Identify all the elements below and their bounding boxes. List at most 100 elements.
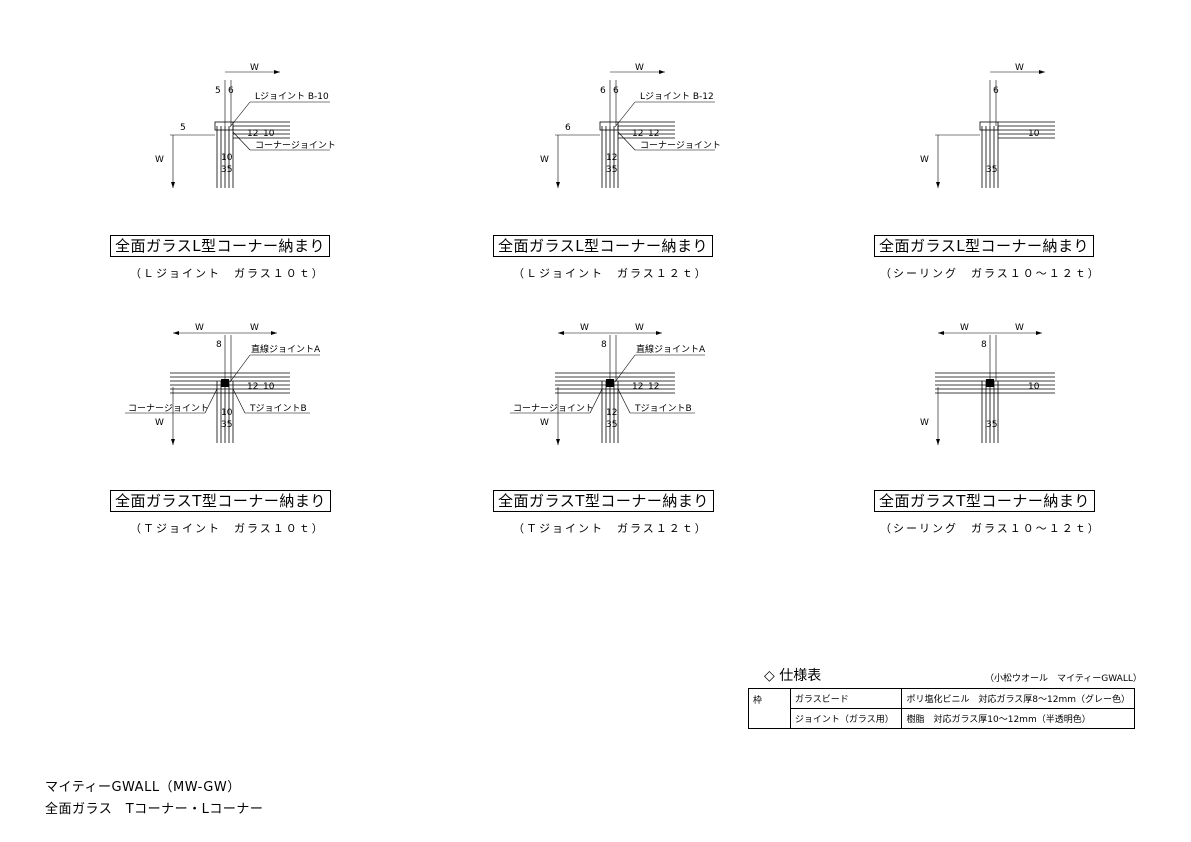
dimension-label: 10 — [263, 382, 275, 392]
detail-title-6: 全面ガラスT型コーナー納まり — [874, 490, 1095, 512]
dimension-label: 6 — [613, 86, 619, 96]
detail-subtitle-3: （シーリング ガラス１０～１２ｔ） — [880, 267, 1101, 280]
dimension-label: 35 — [986, 165, 997, 175]
callout-label: コーナージョイント — [255, 140, 336, 151]
dimension-w: W — [195, 323, 204, 333]
dimension-label: 12 — [648, 382, 659, 392]
spec-desc: 樹脂 対応ガラス厚10～12mm（半透明色） — [901, 708, 1135, 729]
detail-title-4: 全面ガラスT型コーナー納まり — [110, 490, 331, 512]
dimension-w: W — [1015, 323, 1024, 333]
dimension-label: 10 — [221, 153, 233, 163]
table-row: 枠 ガラスビード ポリ塩化ビニル 対応ガラス厚8～12mm（グレー色） — [748, 688, 1135, 729]
dimension-w: W — [920, 155, 929, 165]
leader-line — [232, 131, 251, 151]
arrow-head — [558, 331, 564, 335]
leader-line — [204, 388, 218, 414]
leader-line — [229, 354, 251, 383]
leader-line — [617, 388, 631, 414]
dimension-label: 12 — [247, 129, 258, 139]
callout-label: 直線ジョイントA — [636, 343, 706, 355]
arrow-head — [173, 331, 179, 335]
arrow-head — [938, 331, 944, 335]
callout-label: TジョイントB — [249, 404, 307, 414]
leader-line — [229, 101, 251, 128]
joint-block — [986, 379, 994, 387]
table-row: ジョイント（ガラス用） 樹脂 対応ガラス厚10～12mm（半透明色） — [749, 708, 1135, 729]
joint-block — [606, 379, 614, 387]
dimension-label: 35 — [221, 420, 232, 430]
dimension-w: W — [250, 63, 259, 73]
detail-subtitle-5: （Ｔジョイント ガラス１２ｔ） — [513, 522, 708, 535]
arrow-head — [656, 331, 662, 335]
joint-block — [221, 379, 229, 387]
dimension-label: 12 — [606, 408, 617, 418]
spec-desc: ポリ塩化ビニル 対応ガラス厚8～12mm（グレー色） — [901, 688, 1135, 709]
leader-line — [614, 354, 636, 383]
dimension-w: W — [1015, 63, 1024, 73]
dimension-w: W — [920, 418, 929, 428]
detail-title-2: 全面ガラスL型コーナー納まり — [493, 235, 714, 257]
detail-subtitle-6: （シーリング ガラス１０～１２ｔ） — [880, 522, 1101, 535]
callout-label: Lジョイント B-10 — [255, 92, 329, 102]
dimension-label: 10 — [1028, 129, 1040, 139]
arrow-head — [1039, 70, 1045, 74]
callout-label: コーナージョイント — [640, 140, 721, 151]
dimension-w: W — [635, 323, 644, 333]
dimension-label: 6 — [228, 86, 234, 96]
arrow-head — [1036, 331, 1042, 335]
dimension-label: 8 — [981, 340, 987, 350]
callout-label: コーナージョイント — [128, 403, 209, 414]
spec-group: 枠 — [748, 688, 791, 729]
dimension-w: W — [540, 418, 549, 428]
arrow-head — [171, 182, 175, 188]
detail-subtitle-4: （Ｔジョイント ガラス１０ｔ） — [130, 522, 325, 535]
dimension-w: W — [540, 155, 549, 165]
arrow-head — [556, 439, 560, 445]
frame-corner — [979, 121, 999, 131]
dimension-label: 12 — [632, 382, 643, 392]
dimension-w: W — [580, 323, 589, 333]
spec-item: ガラスビード — [789, 688, 903, 709]
leader-line — [617, 131, 636, 151]
dimension-label: 12 — [632, 129, 643, 139]
detail-subtitle-1: （Ｌジョイント ガラス１０ｔ） — [130, 267, 325, 280]
dimension-label: 8 — [601, 340, 607, 350]
leader-line — [614, 101, 636, 128]
callout-label: コーナージョイント — [513, 403, 594, 414]
arrow-head — [271, 331, 277, 335]
leader-line — [232, 388, 246, 414]
callout-label: Lジョイント B-12 — [640, 92, 714, 102]
dimension-label: 12 — [606, 153, 617, 163]
leader-line — [589, 388, 603, 414]
detail-title-5: 全面ガラスT型コーナー納まり — [493, 490, 714, 512]
drawing-subtitle: 全面ガラス Tコーナー・Lコーナー — [45, 802, 264, 817]
callout-label: 直線ジョイントA — [251, 343, 321, 355]
detail-title-3: 全面ガラスL型コーナー納まり — [874, 235, 1095, 257]
dimension-label: 5 — [215, 86, 221, 96]
dimension-w: W — [635, 63, 644, 73]
dimension-label: 10 — [221, 408, 233, 418]
dimension-label: 12 — [247, 382, 258, 392]
detail-title-1: 全面ガラスL型コーナー納まり — [110, 235, 331, 257]
dimension-label: 10 — [1028, 382, 1040, 392]
dimension-label: 12 — [648, 129, 659, 139]
dimension-label: 6 — [600, 86, 606, 96]
dimension-w: W — [155, 155, 164, 165]
dimension-label: 6 — [993, 86, 999, 96]
detail-subtitle-2: （Ｌジョイント ガラス１２ｔ） — [513, 267, 708, 280]
frame-corner — [599, 121, 619, 131]
dimension-label: 6 — [565, 123, 571, 133]
spec-item: ジョイント（ガラス用） — [789, 708, 903, 729]
dimension-label: 10 — [263, 129, 275, 139]
callout-label: TジョイントB — [634, 404, 692, 414]
arrow-head — [171, 439, 175, 445]
dimension-w: W — [250, 323, 259, 333]
dimension-label: 35 — [986, 420, 997, 430]
arrow-head — [659, 70, 665, 74]
frame-corner — [214, 121, 234, 131]
arrow-head — [936, 182, 940, 188]
arrow-head — [556, 182, 560, 188]
dimension-label: 35 — [606, 420, 617, 430]
arrow-head — [936, 439, 940, 445]
